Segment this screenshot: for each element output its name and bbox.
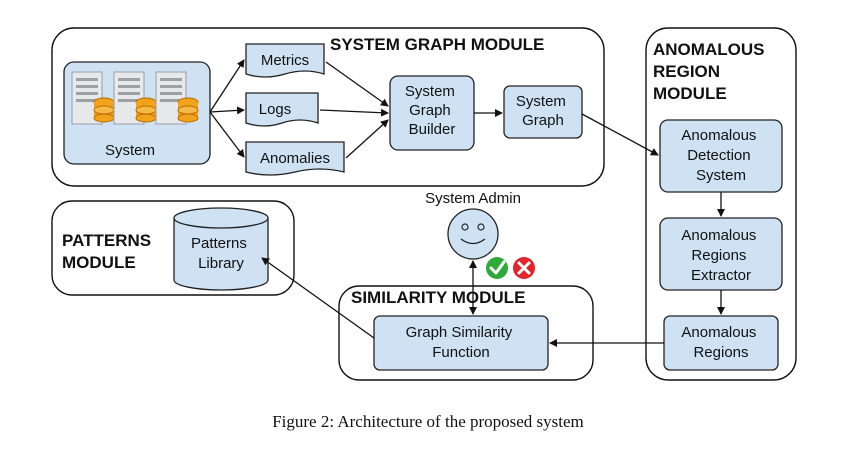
anomalous-regions-extractor-node: Anomalous Regions Extractor [659, 217, 783, 291]
system-graph-module-title: SYSTEM GRAPH MODULE [330, 35, 544, 54]
system-graph-module [51, 27, 605, 187]
anomalous-detection-node: Anomalous Detection System [659, 119, 783, 193]
smiley-face-icon [447, 208, 499, 260]
connector-arrows [209, 59, 725, 347]
system-graph-builder-node: System Graph Builder [389, 75, 475, 151]
system-label: System [105, 142, 155, 159]
system-node: System [63, 61, 211, 165]
builder-label: System Graph Builder [405, 83, 459, 138]
similarity-module [338, 285, 594, 381]
cross-icon [513, 257, 535, 279]
metrics-node: Metrics [245, 43, 325, 78]
logs-label: Logs [259, 101, 292, 118]
patterns-module [51, 200, 295, 296]
metrics-label: Metrics [261, 52, 309, 69]
system-graph-label: System Graph [516, 93, 570, 129]
regions-label: Anomalous Regions [681, 324, 760, 361]
extractor-label: Anomalous Regions Extractor [681, 227, 760, 284]
similarity-function-label: Graph Similarity Function [406, 324, 517, 361]
patterns-library-node: Patterns Library [173, 207, 269, 291]
anomalies-node: Anomalies [245, 141, 345, 176]
graph-similarity-function-node: Graph Similarity Function [373, 315, 549, 371]
figure-caption: Figure 2: Architecture of the proposed s… [272, 412, 584, 431]
detection-label: Anomalous Detection System [681, 127, 760, 184]
anomalous-region-module-title: ANOMALOUS REGION MODULE [653, 40, 769, 103]
anomalies-label: Anomalies [260, 150, 330, 167]
similarity-module-title: SIMILARITY MODULE [351, 288, 525, 307]
system-admin-label: System Admin [425, 190, 521, 207]
server-stack-icon [71, 71, 199, 125]
system-graph-node: System Graph [503, 85, 583, 139]
anomalous-region-module [645, 27, 797, 381]
patterns-library-label: Patterns Library [191, 235, 251, 272]
database-icon [173, 207, 269, 291]
checkmark-icon [486, 257, 508, 279]
logs-node: Logs [245, 92, 319, 127]
patterns-module-title: PATTERNS MODULE [62, 231, 156, 272]
anomalous-regions-node: Anomalous Regions [663, 315, 779, 371]
